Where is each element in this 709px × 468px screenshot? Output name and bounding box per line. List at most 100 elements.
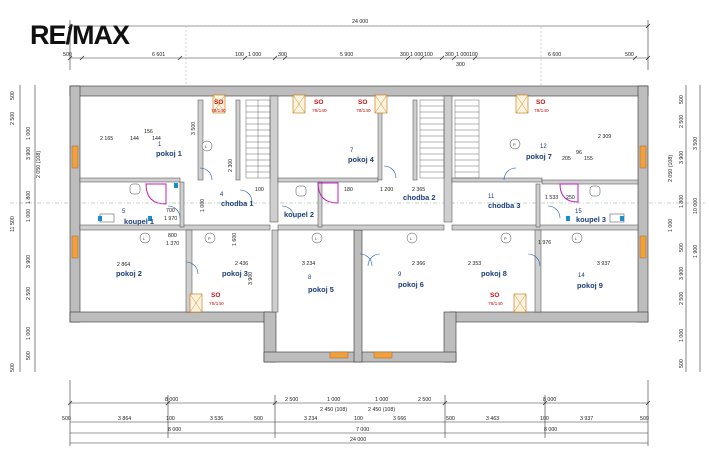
room-num-8: 8 xyxy=(308,275,312,281)
svg-text:3 234: 3 234 xyxy=(302,261,315,267)
svg-text:1 370: 1 370 xyxy=(166,241,179,247)
dim-l-4: 2 050 (108) xyxy=(36,151,42,178)
dim-b2-5: 3 234 xyxy=(304,416,317,422)
svg-text:156: 156 xyxy=(144,129,153,135)
svg-text:L: L xyxy=(205,144,208,149)
bath-fixtures xyxy=(99,183,625,223)
dim-top-11: 100 xyxy=(469,52,478,58)
dim-l-6: 1 000 xyxy=(26,209,32,222)
svg-text:P: P xyxy=(208,236,211,241)
room-label-koupel-3: koupel 3 xyxy=(576,215,606,224)
dim-l-2: 3 900 xyxy=(26,147,32,160)
skylight-5-size: 78/140 xyxy=(209,301,224,307)
svg-text:2 309: 2 309 xyxy=(598,134,611,140)
dim-b1-5: 8 000 xyxy=(543,397,556,403)
dim-l-0: 500 xyxy=(10,91,16,100)
room-label-pokoj-8: pokoj 8 xyxy=(481,269,507,278)
svg-text:250: 250 xyxy=(566,195,575,201)
dim-r-5: 10 000 xyxy=(693,198,699,214)
skylight-6-code: SO xyxy=(490,292,499,299)
dim-top-6: 300 xyxy=(400,52,409,58)
skylight-3-code: SO xyxy=(358,99,367,106)
dims-left: 500 2 500 3 900 1 000 2 050 (108) 1 800 … xyxy=(10,91,42,372)
room-label-koupel-1: koupel 1 xyxy=(124,217,154,226)
dim-r-11: 2 500 xyxy=(679,292,685,305)
svg-text:L: L xyxy=(410,236,413,241)
dim-r-0: 500 xyxy=(679,95,685,104)
room-num-1: 1 xyxy=(158,142,162,148)
svg-text:2 300: 2 300 xyxy=(228,159,234,172)
dim-b2-7: 3 666 xyxy=(393,416,406,422)
svg-text:2 864: 2 864 xyxy=(117,262,130,268)
dim-b1-3: 1 000 xyxy=(375,397,388,403)
dim-r-8: 500 xyxy=(679,243,685,252)
svg-text:L: L xyxy=(315,236,318,241)
skylight-4-size: 78/140 xyxy=(534,108,549,114)
dim-top-5: 5 900 xyxy=(340,52,353,58)
dim-b1b-0: 2 450 (108) xyxy=(320,407,347,413)
dim-top-10: 1 000 xyxy=(456,52,469,58)
svg-text:1 970: 1 970 xyxy=(164,216,177,222)
dim-b2-0: 500 xyxy=(62,416,71,422)
svg-text:2 366: 2 366 xyxy=(412,261,425,267)
room-label-pokoj-4: pokoj 4 xyxy=(348,155,375,164)
dim-b2-1: 3 864 xyxy=(118,416,131,422)
svg-text:2 436: 2 436 xyxy=(235,261,248,267)
svg-text:2 365: 2 365 xyxy=(412,187,425,193)
room-label-chodba-2: chodba 2 xyxy=(403,193,435,202)
dim-b3-1: 7 000 xyxy=(356,427,369,433)
dim-top-1: 6 601 xyxy=(152,52,165,58)
dim-b1-4: 2 500 xyxy=(418,397,431,403)
dim-top-sub: 300 xyxy=(456,62,465,68)
svg-text:L: L xyxy=(143,236,146,241)
dim-l-3: 1 000 xyxy=(26,127,32,140)
dim-top-2: 100 xyxy=(235,52,244,58)
room-label-pokoj-7: pokoj 7 xyxy=(526,152,552,161)
dim-b2-11: 3 937 xyxy=(580,416,593,422)
room-num-12: 12 xyxy=(540,144,547,150)
dim-b2-12: 500 xyxy=(640,416,649,422)
dim-top-7: 1 000 xyxy=(410,52,423,58)
skylight-1-size: 78/140 xyxy=(211,108,226,114)
dim-r-7: 1 000 xyxy=(668,219,674,232)
room-label-pokoj-3: pokoj 3 xyxy=(222,269,248,278)
room-label-chodba-1: chodba 1 xyxy=(221,199,253,208)
room-label-koupel-2: koupel 2 xyxy=(284,210,314,219)
svg-text:144: 144 xyxy=(152,136,161,142)
svg-text:1 600: 1 600 xyxy=(232,233,238,246)
dim-top-4: 300 xyxy=(278,52,287,58)
room-num-11: 11 xyxy=(488,194,495,200)
svg-text:L: L xyxy=(575,236,578,241)
svg-text:100: 100 xyxy=(255,187,264,193)
room-label-pokoj-6: pokoj 6 xyxy=(398,280,424,289)
dim-top-3: 1 000 xyxy=(248,52,261,58)
dim-l-7: 11 500 xyxy=(10,216,16,232)
dim-r-12: 1 000 xyxy=(679,329,685,342)
dim-l-11: 500 xyxy=(26,351,32,360)
svg-text:180: 180 xyxy=(344,187,353,193)
svg-text:155: 155 xyxy=(584,156,593,162)
stairs xyxy=(245,99,480,179)
svg-text:2 353: 2 353 xyxy=(468,261,481,267)
svg-text:3 500: 3 500 xyxy=(191,122,197,135)
dim-r-13: 500 xyxy=(679,359,685,368)
inner-dims: 2 165 156 144 144 3 500 2 300 2 864 1 97… xyxy=(100,122,611,285)
room-num-15: 15 xyxy=(575,209,582,215)
outer-walls xyxy=(69,85,649,363)
svg-text:1 533: 1 533 xyxy=(545,195,558,201)
dim-top-13: 500 xyxy=(625,52,634,58)
dim-top-9: 300 xyxy=(445,52,454,58)
skylight-5-code: SO xyxy=(211,292,220,299)
dim-b2-2: 100 xyxy=(166,416,175,422)
room-num-9: 9 xyxy=(398,272,402,278)
dim-b2-10: 100 xyxy=(540,416,549,422)
room-label-pokoj-5: pokoj 5 xyxy=(308,285,334,294)
svg-text:1 000: 1 000 xyxy=(200,199,206,212)
dim-b3-2: 8 000 xyxy=(544,427,557,433)
dim-b1-2: 1 000 xyxy=(327,397,340,403)
svg-text:96: 96 xyxy=(576,150,582,156)
svg-text:1 200: 1 200 xyxy=(380,187,393,193)
dim-b2-8: 500 xyxy=(446,416,455,422)
